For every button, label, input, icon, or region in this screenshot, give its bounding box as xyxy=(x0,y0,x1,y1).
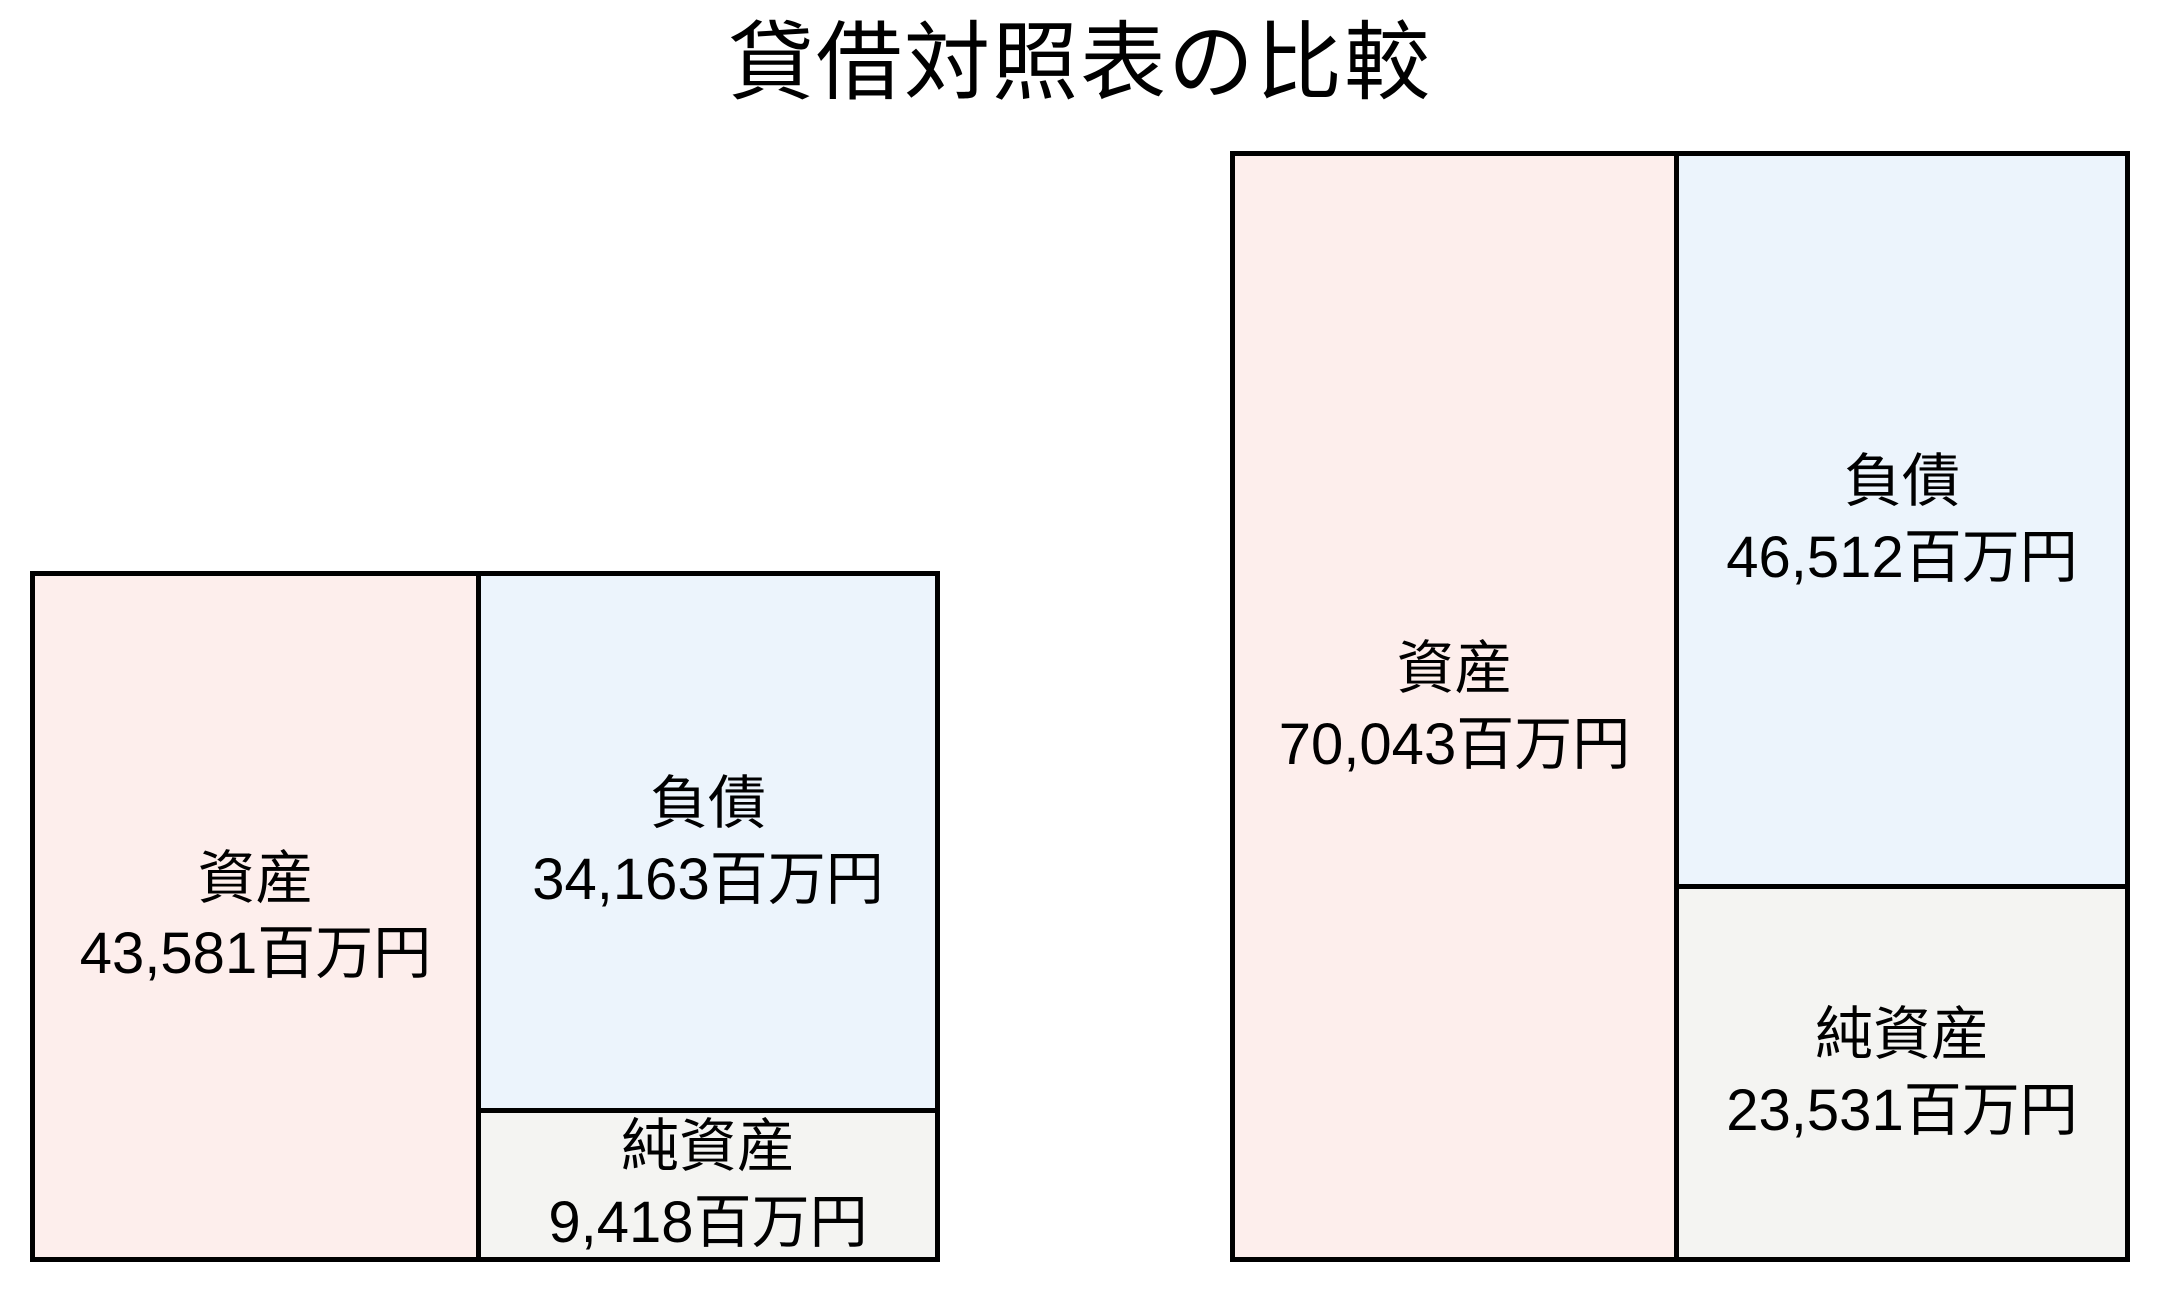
net-assets-name-right: 純資産 xyxy=(1814,1002,1989,1068)
liabilities-name-left: 負債 xyxy=(649,771,766,837)
chart-title: 貸借対照表の比較 xyxy=(728,15,1432,111)
assets-label-left: 資産 43,581百万円 xyxy=(80,841,431,992)
liabilities-amount-right: 46,512百万円 xyxy=(1726,524,2078,590)
liabilities-box-left: 負債 34,163百万円 xyxy=(476,570,940,1113)
assets-name-right: 資産 xyxy=(1396,636,1513,702)
assets-label-right: 資産 70,043百万円 xyxy=(1279,631,1630,782)
net-assets-label-right: 純資産 23,531百万円 xyxy=(1726,997,2077,1148)
assets-amount-right: 70,043百万円 xyxy=(1278,711,1631,777)
assets-amount-left: 43,581百万円 xyxy=(79,921,432,987)
net-assets-box-right: 純資産 23,531百万円 xyxy=(1674,883,2130,1262)
liabilities-name-right: 負債 xyxy=(1843,449,1960,515)
liabilities-label-left: 負債 34,163百万円 xyxy=(532,766,883,917)
liabilities-box-right: 負債 46,512百万円 xyxy=(1674,151,2130,889)
net-assets-name-left: 純資産 xyxy=(620,1114,795,1180)
net-assets-box-left: 純資産 9,418百万円 xyxy=(476,1107,940,1262)
liabilities-label-right: 負債 46,512百万円 xyxy=(1726,444,2077,595)
assets-name-left: 資産 xyxy=(197,845,314,911)
assets-box-left: 資産 43,581百万円 xyxy=(30,570,481,1262)
net-assets-amount-right: 23,531百万円 xyxy=(1726,1077,2078,1143)
net-assets-amount-left: 9,418百万円 xyxy=(548,1189,868,1255)
assets-box-right: 資産 70,043百万円 xyxy=(1230,151,1679,1262)
liabilities-amount-left: 34,163百万円 xyxy=(532,846,884,912)
net-assets-label-left: 純資産 9,418百万円 xyxy=(548,1109,867,1260)
